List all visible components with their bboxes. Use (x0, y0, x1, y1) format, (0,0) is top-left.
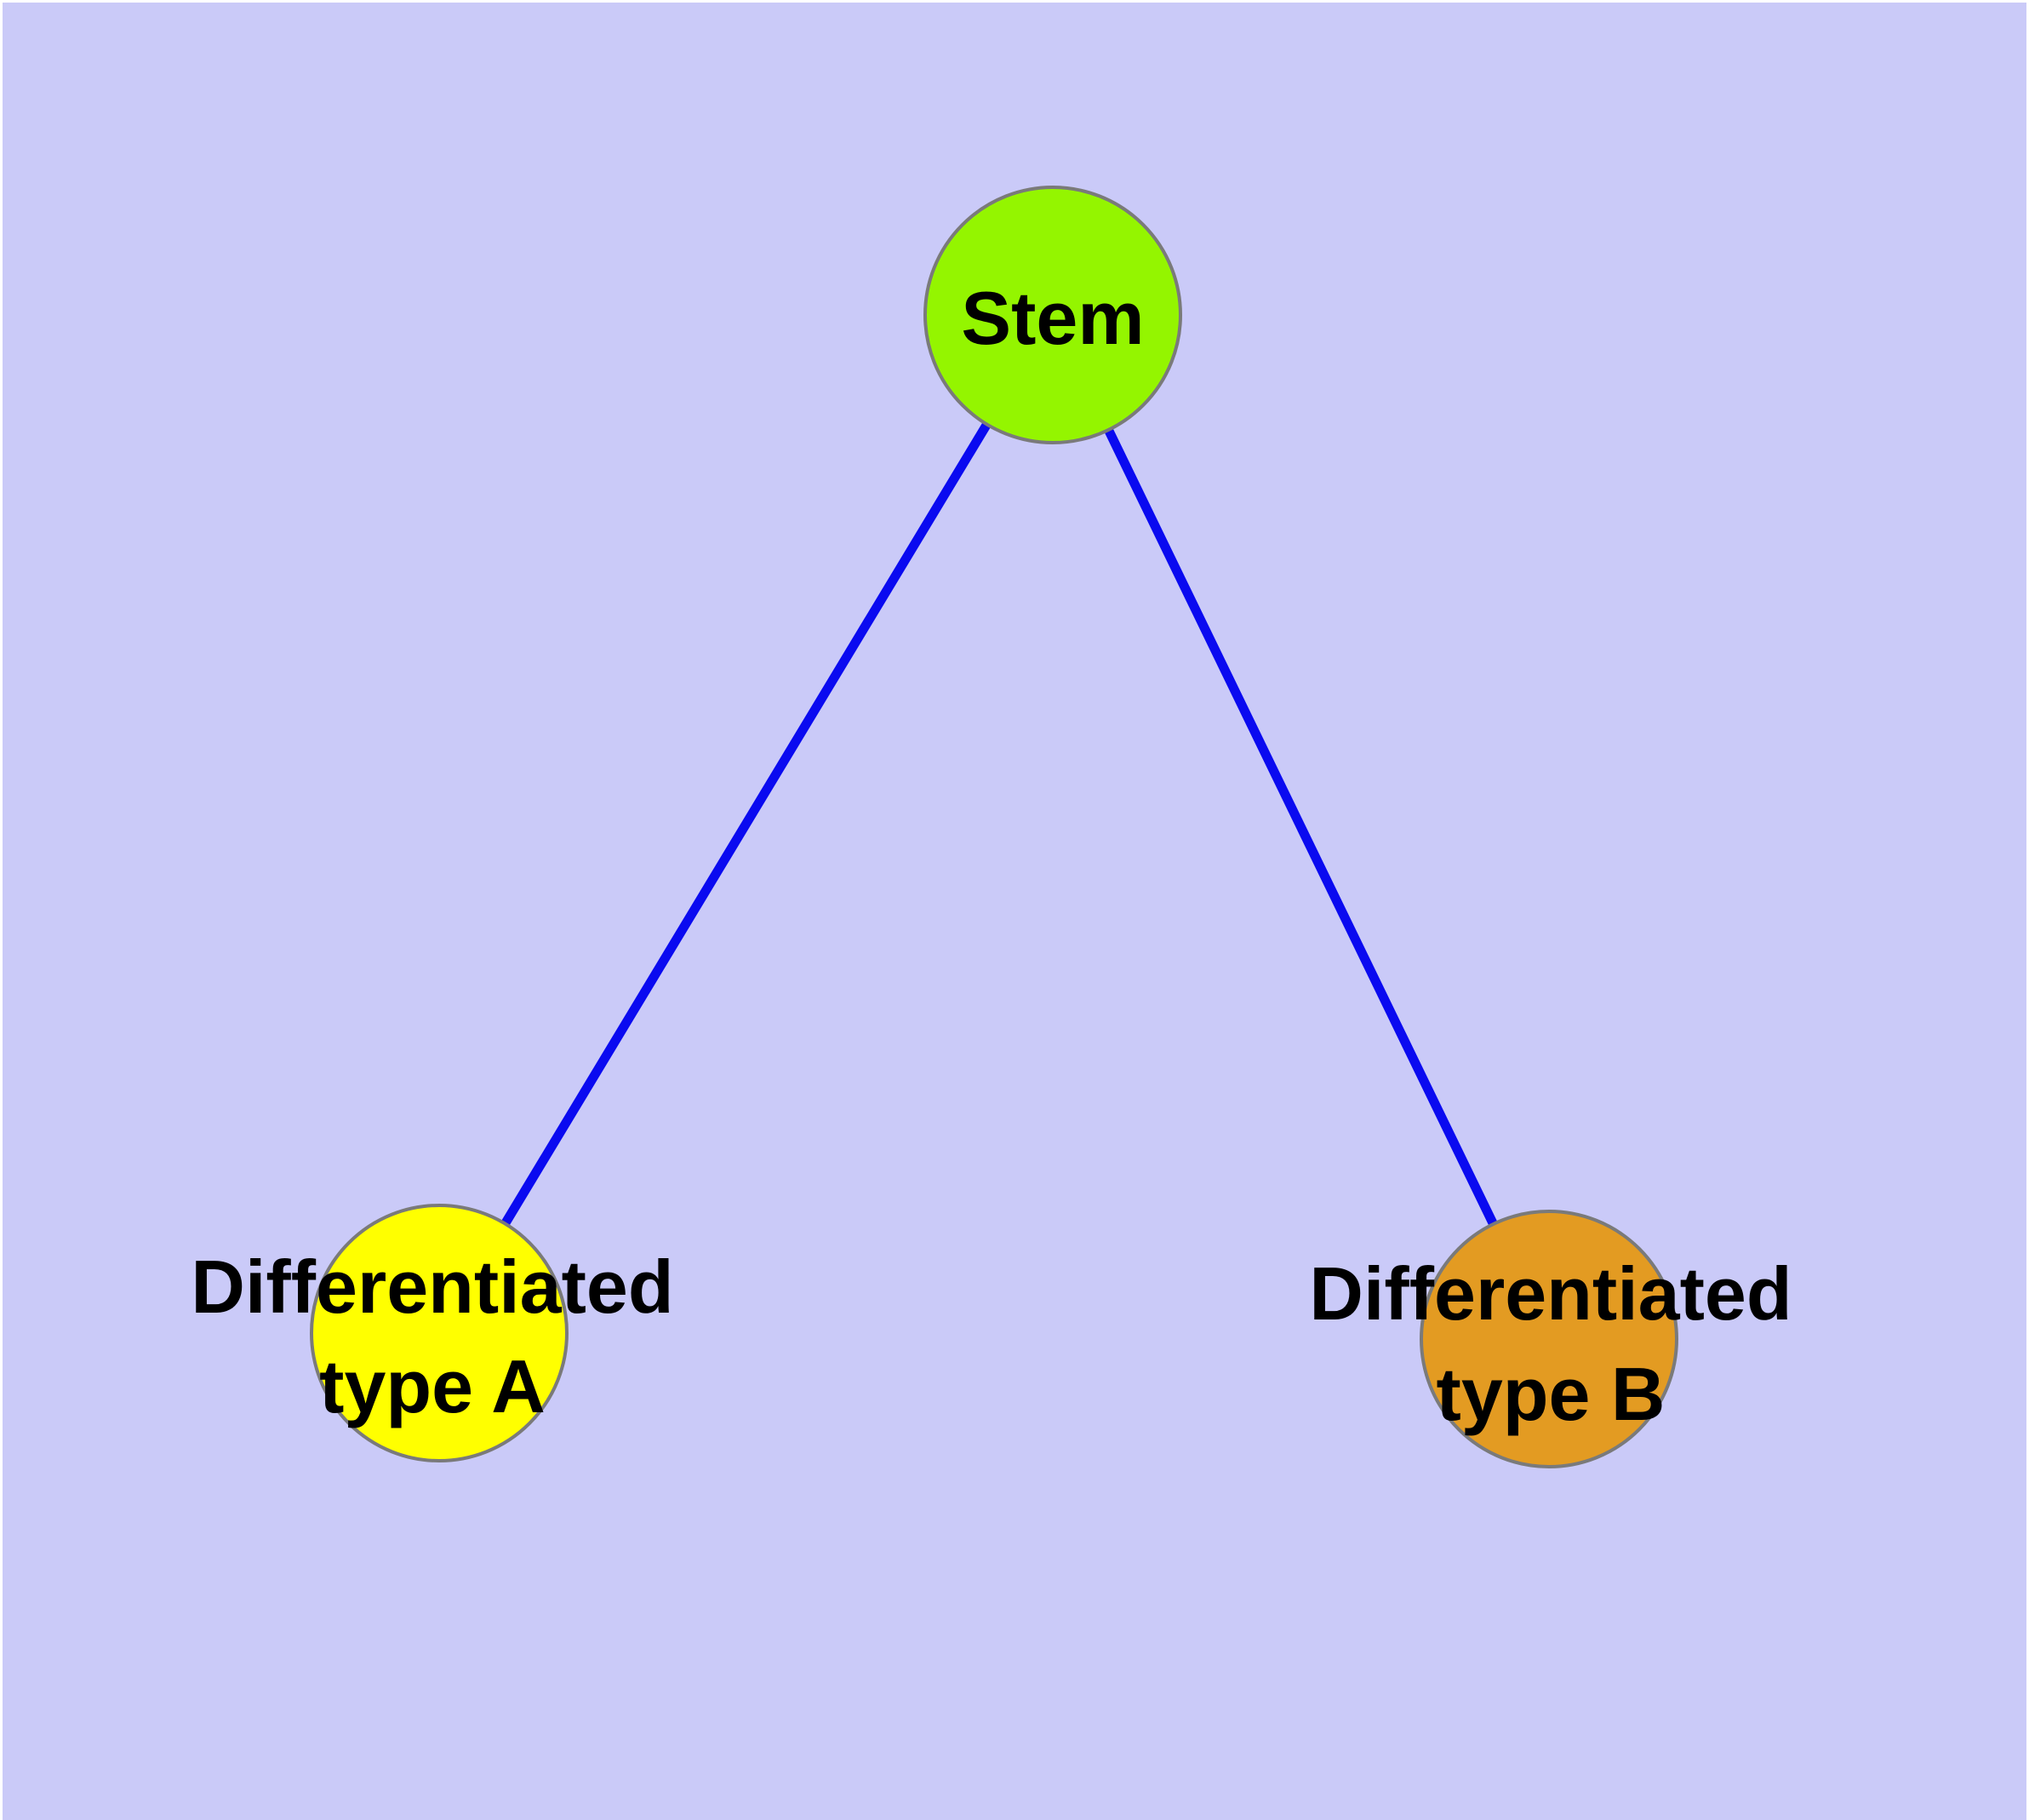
type-b-label-line2: type B (1437, 1352, 1666, 1436)
stem-node (923, 186, 1182, 444)
edge-stem-to-type-a (435, 312, 1057, 1336)
edge-stem-to-type-b (1049, 312, 1553, 1342)
differentiated-type-b-node (1420, 1210, 1678, 1468)
differentiated-type-a-node (310, 1204, 569, 1462)
type-b-label-line1: Differentiated (1309, 1251, 1792, 1336)
type-a-label-line1: Differentiated (191, 1245, 673, 1329)
stem-node-label: Stem (961, 276, 1144, 360)
type-a-label-line2: type A (319, 1344, 546, 1428)
